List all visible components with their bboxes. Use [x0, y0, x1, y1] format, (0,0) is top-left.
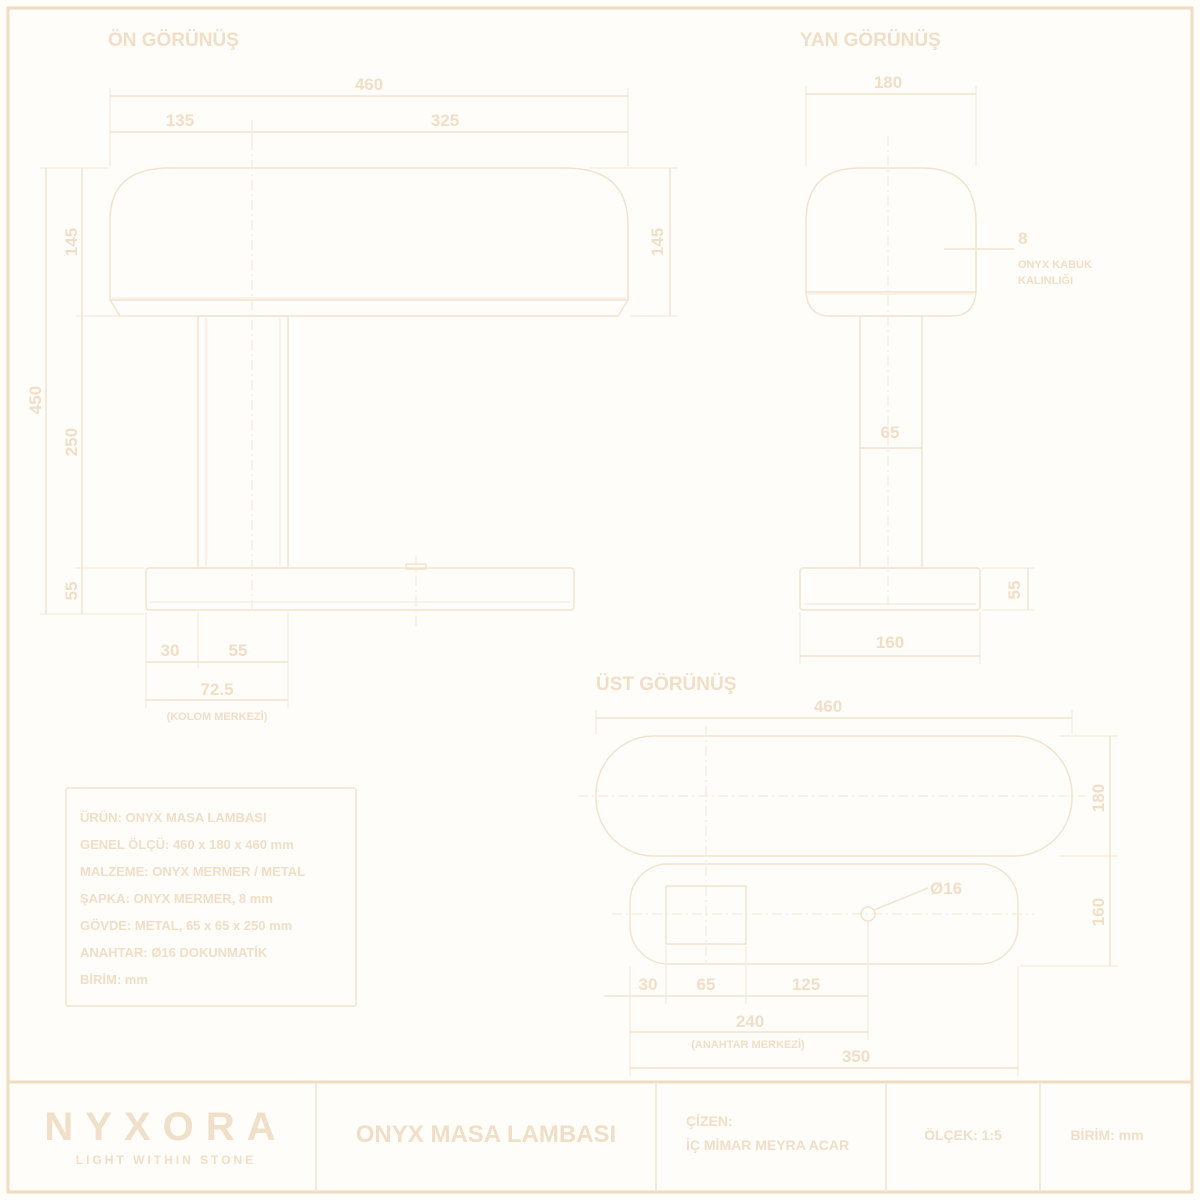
drawn-by-name: İÇ MİMAR MEYRA ACAR	[686, 1137, 849, 1153]
info-row: ANAHTAR: Ø16 DOKUNMATİK	[80, 945, 268, 960]
front-shade	[109, 167, 629, 301]
unit-text: BİRİM: mm	[1070, 1127, 1143, 1143]
front-shade-bottom	[109, 299, 629, 317]
side-shade	[805, 167, 977, 293]
info-box-frame	[65, 787, 357, 1007]
front-view: ÖN GÖRÜNÜŞ 460 135 325 450 145 25	[26, 30, 678, 723]
side-dim-base-height: 55	[1005, 581, 1024, 600]
top-column-square	[665, 885, 747, 945]
side-dim-overall-width: 180	[874, 73, 902, 92]
front-dim-base-offset: 30	[161, 641, 180, 660]
front-dim-column-height: 250	[62, 428, 81, 456]
info-row: ŞAPKA: ONYX MERMER, 8 mm	[80, 891, 273, 906]
top-dim-column: 65	[697, 975, 716, 994]
front-dim-column-center: 72.5	[200, 680, 233, 699]
side-note-shell-line1: ONYX KABUK	[1018, 259, 1092, 271]
front-dim-total-height: 450	[26, 386, 45, 414]
front-dim-shade-height-right: 145	[648, 228, 667, 256]
side-base	[799, 567, 981, 611]
info-row: ÜRÜN: ONYX MASA LAMBASI	[80, 810, 267, 825]
front-dim-left-offset: 135	[166, 111, 194, 130]
drawn-by-label: ÇİZEN:	[686, 1113, 733, 1129]
sheet-border	[6, 6, 1194, 1194]
top-dim-base-depth: 160	[1089, 898, 1108, 926]
front-dim-column-center-note: (KOLOM MERKEZİ)	[167, 710, 268, 723]
top-dim-switch-diameter: Ø16	[930, 879, 962, 898]
front-dim-base-height: 55	[62, 582, 81, 601]
side-dim-column-width: 65	[881, 423, 900, 442]
top-view: ÜST GÖRÜNÜŞ Ø16 460 180 160 30 65 125	[578, 674, 1118, 1076]
side-view-title: YAN GÖRÜNÜŞ	[800, 30, 941, 51]
front-base	[145, 567, 575, 611]
info-row: MALZEME: ONYX MERMER / METAL	[80, 864, 305, 879]
top-dim-overall-width: 460	[814, 697, 842, 716]
front-dim-right-part: 325	[431, 111, 459, 130]
project-title: ONYX MASA LAMBASI	[356, 1121, 616, 1148]
info-row: GENEL ÖLÇÜ: 460 x 180 x 460 mm	[80, 837, 294, 852]
front-dim-overall-width: 460	[355, 75, 383, 94]
side-dim-base-width: 160	[876, 633, 904, 652]
side-shade-bottom	[805, 291, 977, 317]
top-view-title: ÜST GÖRÜNÜŞ	[596, 674, 736, 695]
front-dim-column-width: 55	[229, 641, 248, 660]
brand-tagline: LIGHT WITHIN STONE	[76, 1153, 256, 1167]
top-dim-offset: 30	[639, 975, 658, 994]
info-box: ÜRÜN: ONYX MASA LAMBASI GENEL ÖLÇÜ: 460 …	[65, 787, 357, 1007]
top-dim-base-width: 350	[842, 1047, 870, 1066]
top-dim-switch-center-note: (ANAHTAR MERKEZİ)	[691, 1038, 805, 1051]
top-dim-switch-center: 240	[736, 1012, 764, 1031]
top-dim-shade-depth: 180	[1089, 784, 1108, 812]
front-dim-shade-height-left: 145	[62, 228, 81, 256]
brand-logo-text: NYXORA	[44, 1105, 287, 1149]
front-view-title: ÖN GÖRÜNÜŞ	[108, 30, 239, 51]
info-row: BİRİM: mm	[80, 972, 148, 987]
side-column	[859, 315, 923, 569]
side-view: YAN GÖRÜNÜŞ 180 8 ONYX KABUK KALINLIĞI 6…	[799, 30, 1092, 664]
title-block: NYXORA LIGHT WITHIN STONE ONYX MASA LAMB…	[8, 1080, 1192, 1192]
top-dim-gap: 125	[792, 975, 820, 994]
scale-text: ÖLÇEK: 1:5	[924, 1127, 1002, 1143]
front-column	[197, 315, 289, 569]
side-dim-shell-thickness: 8	[1018, 229, 1027, 248]
side-note-shell-line2: KALINLIĞI	[1018, 274, 1073, 287]
info-row: GÖVDE: METAL, 65 x 65 x 250 mm	[80, 918, 292, 933]
top-switch-circle	[860, 906, 876, 922]
